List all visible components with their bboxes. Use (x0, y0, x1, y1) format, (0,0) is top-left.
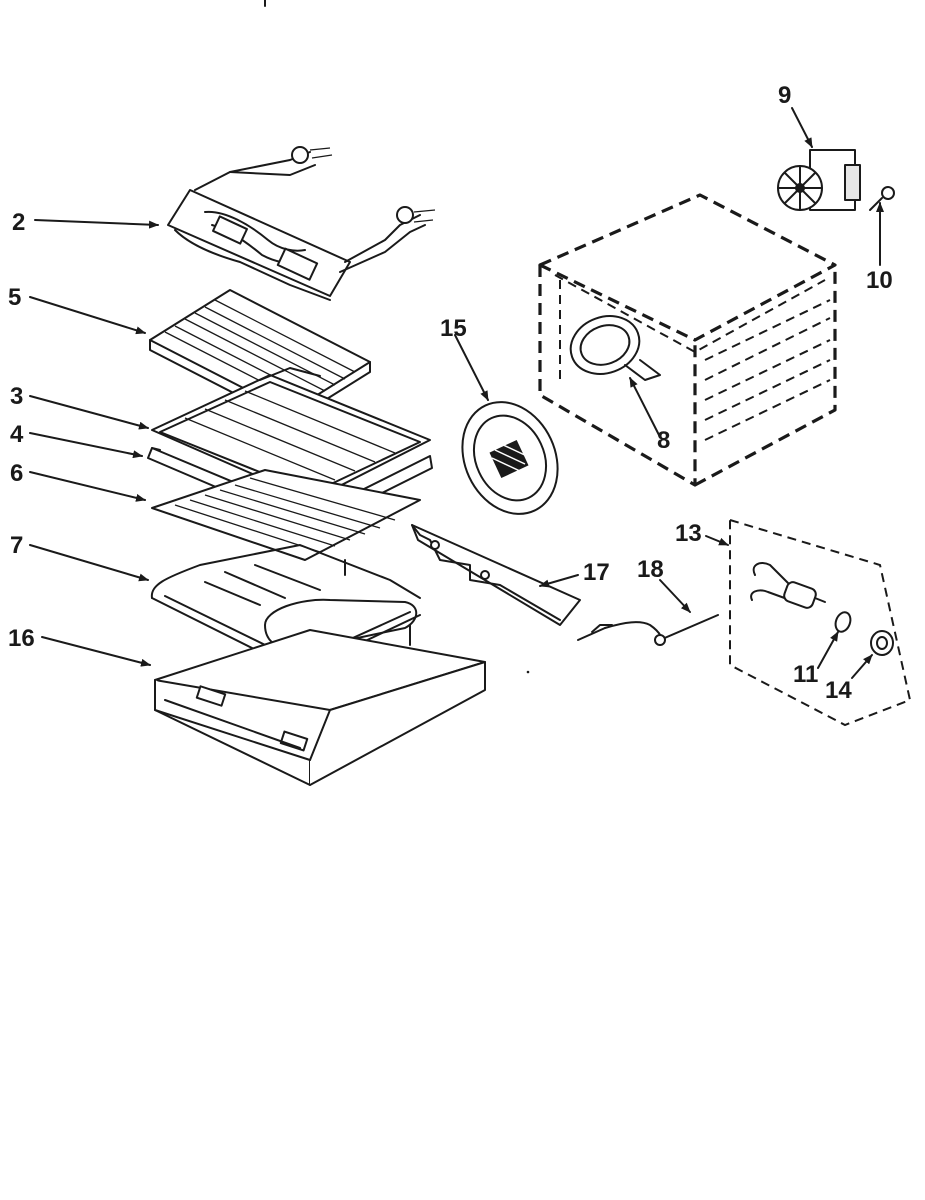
label-10: 10 (866, 267, 893, 294)
part-17-bracket (411, 524, 581, 626)
label-5: 5 (8, 284, 21, 311)
part-15-fan-cover (461, 401, 559, 515)
part-10-screw (869, 186, 895, 211)
label-2: 2 (12, 209, 25, 236)
part-11-washer (834, 611, 852, 633)
part-9-convection-motor (777, 149, 861, 211)
label-9: 9 (778, 82, 791, 109)
label-6: 6 (10, 460, 23, 487)
part-6-lower-rack (151, 469, 421, 561)
label-8: 8 (657, 427, 670, 454)
label-16: 16 (8, 625, 35, 652)
leader-lines (29, 107, 884, 679)
part-13-sensor-kit-group (729, 518, 912, 727)
part-2-broil-element (167, 146, 436, 301)
label-14: 14 (825, 677, 852, 704)
part-labels: 2 5 3 4 6 7 16 15 8 9 10 13 17 18 11 14 (8, 82, 893, 704)
label-11: 11 (793, 661, 818, 688)
label-17: 17 (583, 559, 610, 586)
label-15: 15 (440, 315, 467, 342)
label-7: 7 (10, 532, 23, 559)
label-18: 18 (637, 556, 664, 583)
part-16-bottom-pan (154, 629, 486, 786)
part-18-sensor-probe (577, 614, 719, 646)
part-14-nut (870, 630, 894, 656)
speck (526, 670, 530, 674)
label-13: 13 (675, 520, 702, 547)
label-4: 4 (10, 421, 24, 448)
label-3: 3 (10, 383, 23, 410)
part-8-fan-ring (569, 315, 661, 381)
oven-cavity-outline (538, 193, 837, 487)
